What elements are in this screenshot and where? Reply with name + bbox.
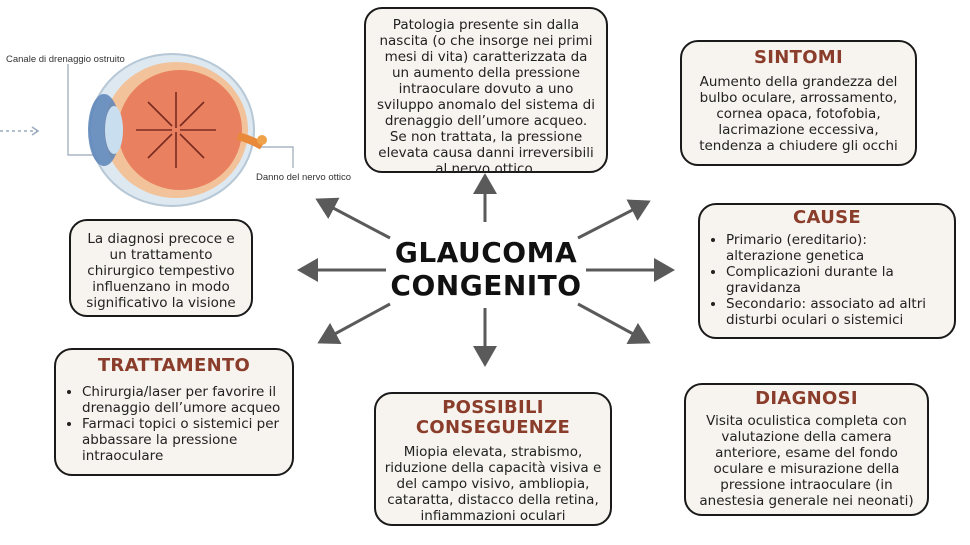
treatment-box: TRATTAMENTO Chirurgia/laser per favorire…	[54, 348, 294, 476]
definition-text: Patologia presente sin dalla nascita (o …	[377, 17, 595, 177]
diagnosis-box: DIAGNOSI Visita oculistica completa con …	[684, 383, 929, 516]
symptoms-box: SINTOMI Aumento della grandezza del bulb…	[680, 40, 917, 166]
cause-item: Secondario: associato ad altri disturbi …	[726, 296, 946, 328]
central-title-line2: CONGENITO	[390, 269, 582, 302]
arrow-up-right	[577, 199, 651, 240]
symptoms-title: SINTOMI	[753, 47, 843, 68]
arrow-down-right	[577, 302, 651, 344]
consequences-box: POSSIBILI CONSEGUENZE Miopia elevata, st…	[374, 392, 612, 526]
treatment-list: Chirurgia/laser per favorire il drenaggi…	[64, 384, 284, 464]
prognosis-box: La diagnosi precoce e un trattamento chi…	[69, 219, 253, 317]
consequences-text: Miopia elevata, strabismo, riduzione del…	[384, 444, 602, 524]
definition-box: Patologia presente sin dalla nascita (o …	[364, 7, 608, 177]
causes-list: Primario (ereditario): alterazione genet…	[708, 232, 946, 328]
causes-box: CAUSE Primario (ereditario): alterazione…	[698, 203, 956, 339]
prognosis-text: La diagnosi precoce e un trattamento chi…	[86, 231, 236, 311]
label-canale-drenaggio: Canale di drenaggio ostruito	[6, 54, 125, 65]
treatment-title: TRATTAMENTO	[97, 355, 251, 376]
cause-item: Complicazioni durante la gravidanza	[726, 264, 946, 296]
treatment-item: Farmaci topici o sistemici per abbassare…	[82, 416, 284, 464]
eye-diagram	[0, 53, 294, 207]
label-danno-nervo: Danno del nervo ottico	[256, 172, 352, 183]
central-title-line1: GLAUCOMA	[394, 236, 578, 269]
arrow-down-left	[317, 302, 391, 344]
causes-title: CAUSE	[793, 207, 861, 228]
central-title: GLAUCOMA CONGENITO	[386, 236, 586, 302]
treatment-item: Chirurgia/laser per favorire il drenaggi…	[82, 384, 284, 416]
arrow-up-left	[315, 197, 391, 240]
diagnosis-text: Visita oculistica completa con valutazio…	[699, 413, 914, 509]
cause-item: Primario (ereditario): alterazione genet…	[726, 232, 946, 264]
diagnosis-title: DIAGNOSI	[755, 388, 858, 409]
consequences-title: POSSIBILI CONSEGUENZE	[415, 397, 571, 438]
symptoms-text: Aumento della grandezza del bulbo ocular…	[699, 74, 898, 154]
